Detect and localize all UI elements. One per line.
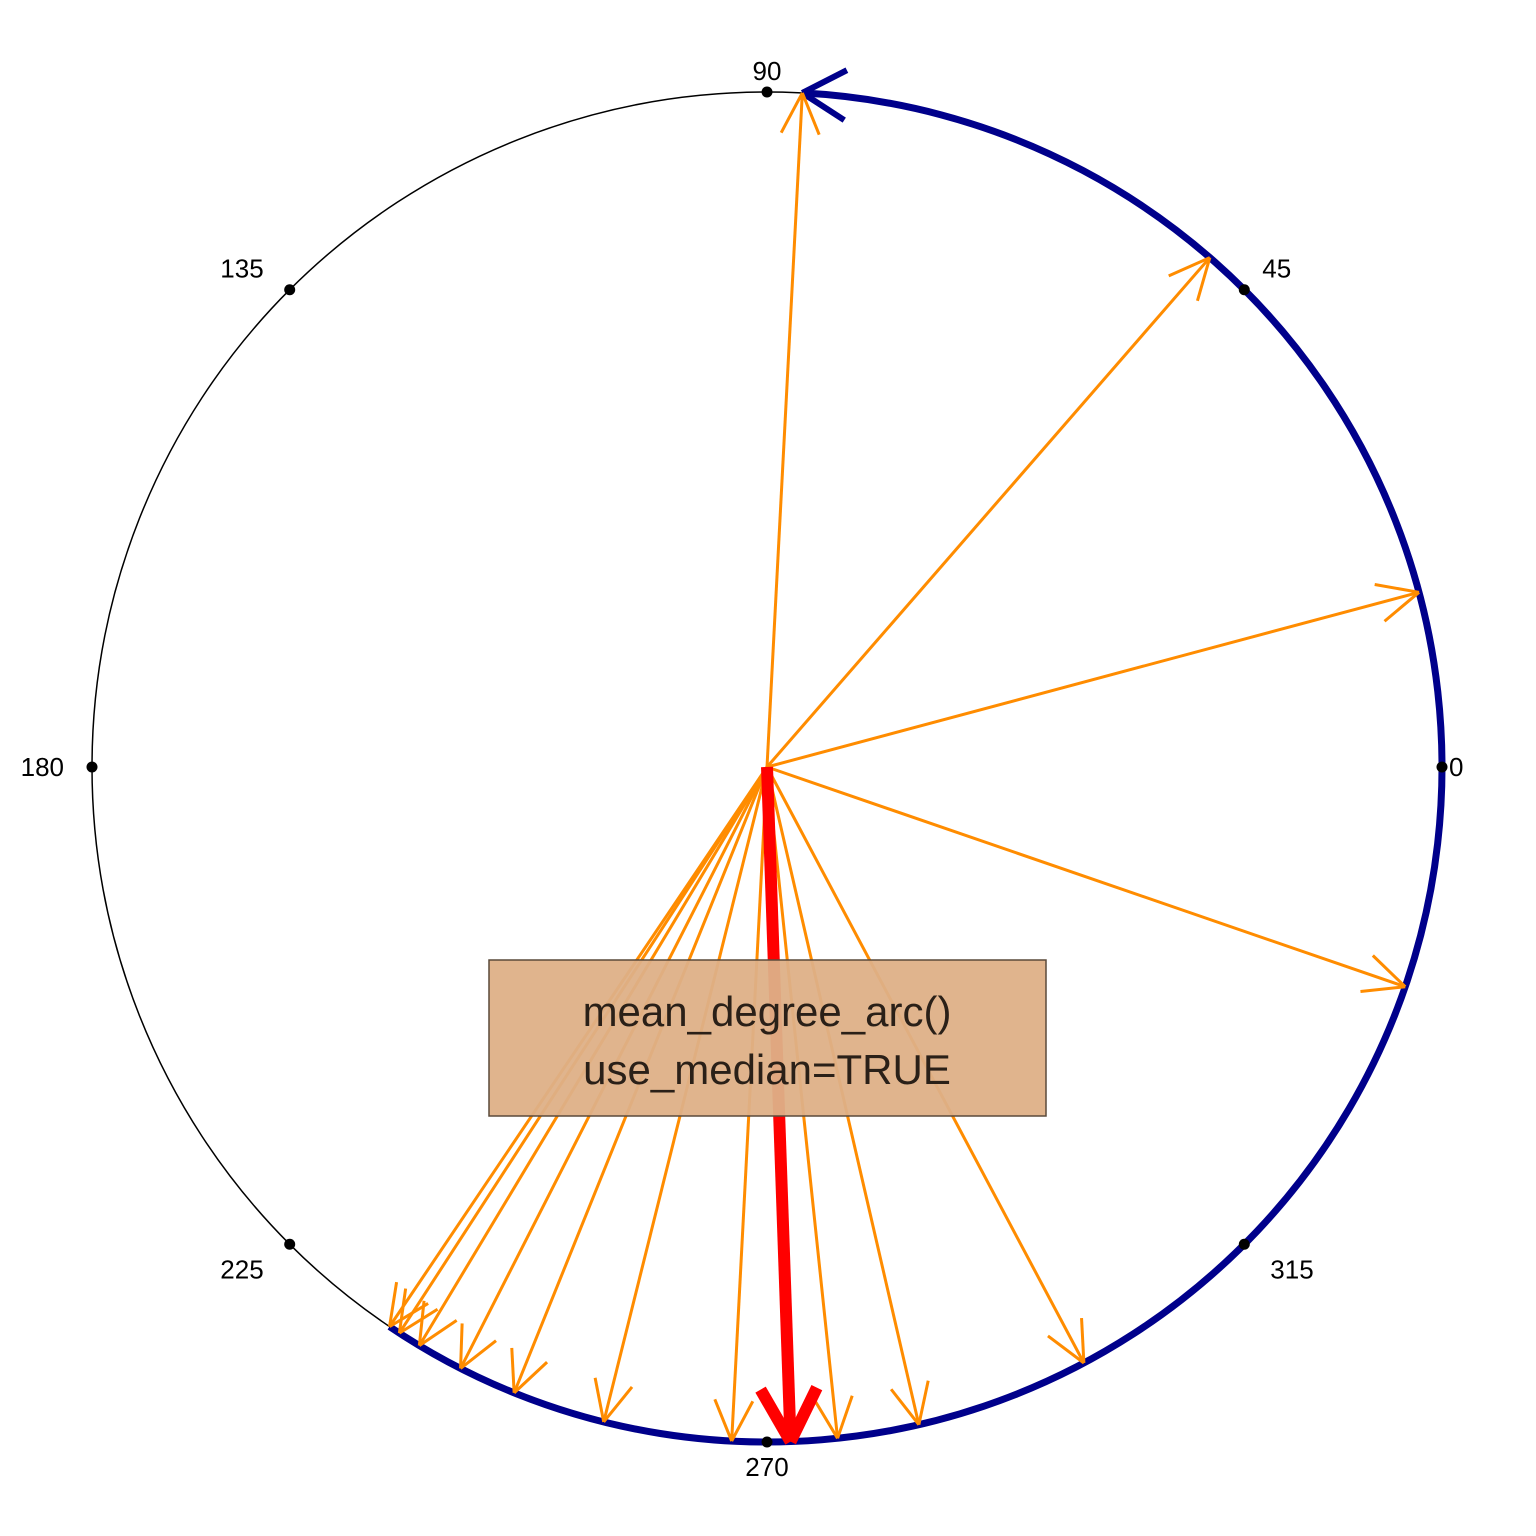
tick-label-270: 270 [745, 1452, 788, 1482]
tick-label-90: 90 [753, 56, 782, 86]
observation-arrowhead [779, 92, 804, 134]
observation-arrowhead [917, 1380, 930, 1426]
arc-arrowhead [800, 67, 849, 123]
observation-arrowhead [417, 1300, 426, 1346]
observation-arrowhead [1360, 985, 1406, 993]
observation-arrowhead [813, 1398, 839, 1440]
observation-arrow-2 [766, 590, 1420, 769]
median-arrowhead [755, 1386, 796, 1445]
observation-arrowhead [510, 1347, 516, 1393]
observation-arrowhead [1168, 256, 1211, 278]
angle-ticks: 0 45 90 135 180 225 270 315 [21, 56, 1464, 1482]
tick-dot-180 [86, 761, 98, 773]
observation-arrow-3 [766, 765, 1406, 989]
observation-arrows [388, 92, 1420, 1442]
observation-arrowhead [1047, 1334, 1085, 1365]
annotation-line-1: mean_degree_arc() [583, 988, 952, 1035]
observation-arrowhead [889, 1388, 921, 1426]
annotation-box: mean_degree_arc() use_median=TRUE [488, 959, 1047, 1117]
tick-label-0: 0 [1449, 752, 1463, 782]
arc-arrowhead-stroke [800, 90, 846, 123]
observation-arrowhead [602, 1386, 634, 1423]
tick-label-225: 225 [220, 1254, 263, 1284]
mean-degree-arc [387, 89, 1446, 1446]
observation-arrowhead [836, 1395, 854, 1439]
observation-arrowhead [397, 1288, 408, 1334]
observation-arrowhead [1374, 583, 1420, 594]
tick-dot-45 [1238, 284, 1250, 296]
observation-arrowhead [730, 1400, 755, 1442]
observation-arrow-1 [765, 256, 1211, 768]
observation-arrow-0 [765, 92, 804, 768]
observation-arrowhead [459, 1339, 497, 1370]
observation-arrowhead [388, 1302, 429, 1328]
observation-arrowhead [1195, 257, 1212, 302]
arc-arrowhead-stroke [800, 67, 849, 96]
observation-arrowhead [398, 1307, 439, 1335]
tick-label-135: 135 [220, 254, 263, 284]
tick-dot-315 [1238, 1238, 1250, 1250]
annotation-line-2: use_median=TRUE [583, 1046, 951, 1093]
tick-label-315: 315 [1270, 1254, 1313, 1284]
tick-dot-0 [1436, 761, 1448, 773]
tick-dot-135 [284, 284, 296, 296]
observation-arrowhead [459, 1323, 464, 1369]
tick-label-45: 45 [1262, 254, 1291, 284]
tick-label-180: 180 [21, 752, 64, 782]
tick-dot-270 [761, 1436, 773, 1448]
observation-arrowhead [1371, 954, 1407, 988]
observation-arrowhead [388, 1281, 399, 1327]
observation-arrowhead [513, 1361, 549, 1394]
tick-dot-90 [761, 86, 773, 98]
median-arrowhead [785, 1385, 823, 1445]
tick-dot-225 [284, 1238, 296, 1250]
observation-arrowhead [1383, 591, 1420, 623]
observation-arrowhead [800, 92, 821, 136]
observation-arrowhead [713, 1398, 734, 1442]
observation-arrowhead [418, 1319, 458, 1347]
observation-arrowhead [1080, 1317, 1086, 1364]
observation-arrowhead [593, 1377, 606, 1423]
